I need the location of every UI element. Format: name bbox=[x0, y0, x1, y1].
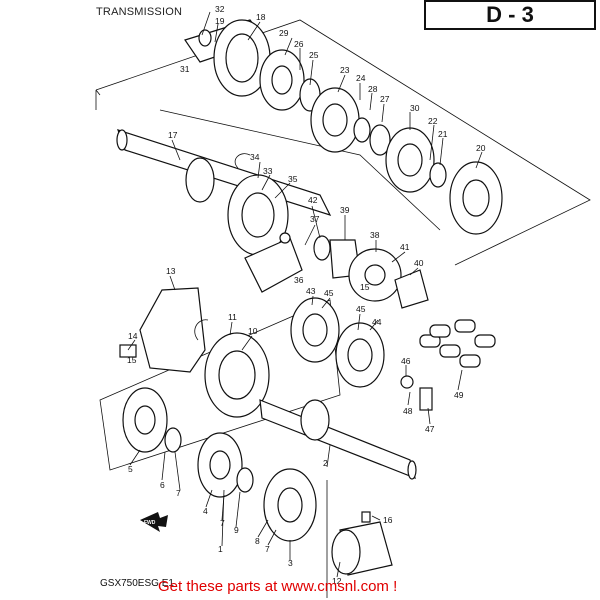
callout: 15 bbox=[127, 355, 137, 365]
callout: 39 bbox=[340, 205, 350, 215]
diagram-title: TRANSMISSION bbox=[96, 6, 183, 18]
callout: 2 bbox=[323, 458, 328, 468]
callout: 5 bbox=[128, 464, 133, 474]
callout: 31 bbox=[180, 64, 190, 74]
callout: 40 bbox=[414, 258, 424, 268]
page-code-badge: D - 3 bbox=[424, 0, 596, 30]
bolt-14 bbox=[119, 344, 137, 358]
callout: 22 bbox=[428, 116, 438, 126]
callout: 15 bbox=[360, 282, 370, 292]
chain-49 bbox=[419, 319, 496, 368]
callout: 17 bbox=[168, 130, 178, 140]
callout: 36 bbox=[294, 275, 304, 285]
circlip-34 bbox=[234, 153, 251, 169]
callout: 7 bbox=[220, 518, 225, 528]
callout: 30 bbox=[410, 103, 420, 113]
callout: 47 bbox=[425, 424, 435, 434]
callout: 28 bbox=[368, 84, 378, 94]
callout: 21 bbox=[438, 129, 448, 139]
callout: 29 bbox=[279, 28, 289, 38]
pin-16 bbox=[361, 511, 371, 523]
callout: 11 bbox=[228, 312, 237, 322]
model-code: GSX750ESG E1 bbox=[100, 578, 174, 589]
driveshaft-17 bbox=[116, 129, 332, 217]
callout: 45 bbox=[356, 304, 366, 314]
callout: 27 bbox=[380, 94, 390, 104]
callout: 48 bbox=[403, 406, 413, 416]
callout: 7 bbox=[176, 488, 181, 498]
callout: 26 bbox=[294, 39, 304, 49]
callout: 14 bbox=[128, 331, 138, 341]
callout: 38 bbox=[370, 230, 380, 240]
cmsnl-footer-link[interactable]: Get these parts at www.cmsnl.com ! bbox=[158, 578, 398, 595]
callout: 24 bbox=[356, 73, 366, 83]
callout: 18 bbox=[256, 12, 266, 22]
circlip-11 bbox=[194, 319, 209, 341]
callout: 13 bbox=[166, 266, 176, 276]
lower-frame-line bbox=[99, 299, 341, 471]
callout-numbers: 32 19 18 29 26 25 23 24 28 27 30 22 21 2… bbox=[127, 4, 486, 586]
plate-36 bbox=[244, 237, 303, 293]
callout: 42 bbox=[308, 195, 318, 205]
callout: 7 bbox=[265, 544, 270, 554]
bolt-47 bbox=[419, 387, 433, 411]
oring-42 bbox=[313, 235, 331, 261]
callout: 33 bbox=[263, 166, 273, 176]
callout: 12 bbox=[332, 576, 342, 586]
callout: 46 bbox=[401, 356, 411, 366]
callout: 35 bbox=[288, 174, 298, 184]
mainshaft-2 bbox=[259, 399, 417, 480]
callout: 10 bbox=[248, 326, 258, 336]
callout: 23 bbox=[340, 65, 350, 75]
plate-13 bbox=[139, 287, 206, 373]
callout: 43 bbox=[306, 286, 316, 296]
callout: 4 bbox=[203, 506, 208, 516]
callout: 8 bbox=[255, 536, 260, 546]
fwd-arrow bbox=[140, 512, 168, 532]
callout: 1 bbox=[218, 544, 223, 554]
callout: 32 bbox=[215, 4, 225, 14]
callout: 20 bbox=[476, 143, 486, 153]
callout: 45 bbox=[324, 288, 334, 298]
washer-48 bbox=[400, 375, 414, 389]
fwd-label: FWD bbox=[144, 520, 156, 526]
callout: 3 bbox=[288, 558, 293, 568]
callout: 25 bbox=[309, 50, 319, 60]
callout: 37 bbox=[310, 214, 320, 224]
callout: 49 bbox=[454, 390, 464, 400]
countershaft-assembly bbox=[184, 19, 503, 235]
callout: 44 bbox=[372, 317, 382, 327]
callout: 41 bbox=[400, 242, 410, 252]
callout: 9 bbox=[234, 525, 239, 535]
callout: 34 bbox=[250, 152, 260, 162]
callout: 6 bbox=[160, 480, 165, 490]
callout: 16 bbox=[383, 515, 393, 525]
bearing-32 bbox=[198, 29, 212, 47]
callout: 19 bbox=[215, 16, 225, 26]
